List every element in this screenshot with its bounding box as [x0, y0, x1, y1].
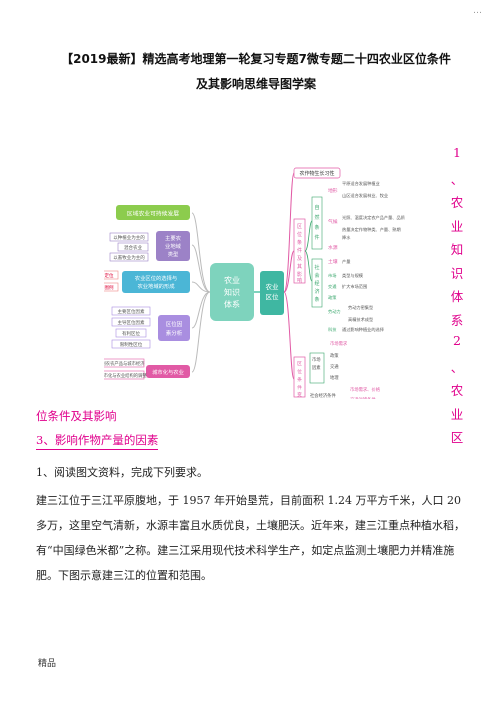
- svg-text:条: 条: [314, 224, 319, 231]
- svg-text:位: 位: [297, 368, 302, 375]
- question-body-text: 建三江位于三江平原腹地，于 1957 年开始垦荒，目前面积 1.24 万平方千米…: [36, 494, 465, 582]
- svg-text:市场需求、价格: 市场需求、价格: [350, 386, 381, 393]
- svg-text:扩大市场范围: 扩大市场范围: [342, 283, 367, 290]
- svg-text:通过影响种植业的选择: 通过影响种植业的选择: [342, 326, 385, 333]
- footer-label: 精品: [38, 659, 57, 669]
- svg-text:经: 经: [314, 280, 319, 287]
- svg-text:劳动力: 劳动力: [328, 308, 341, 315]
- mind-map-center-node: [210, 263, 254, 321]
- svg-text:降水: 降水: [342, 234, 351, 241]
- svg-text:交通: 交通: [330, 363, 339, 370]
- section-line-location: 位条件及其影响: [36, 409, 117, 423]
- document-title-line-1: 【2019最新】精选高考地理第一轮复习专题7微专题二十四农业区位条件: [61, 52, 451, 66]
- svg-text:区位因: 区位因: [166, 320, 183, 328]
- mind-map-center-line-2: 知识: [224, 287, 240, 297]
- mind-map-left-node-2: [156, 231, 190, 261]
- svg-text:市场: 市场: [312, 356, 321, 363]
- svg-text:图例: 图例: [105, 284, 114, 291]
- svg-text:素分析: 素分析: [166, 329, 183, 337]
- mind-map-center-line-3: 体系: [224, 299, 240, 309]
- svg-text:条: 条: [314, 296, 319, 303]
- svg-text:混合农业: 混合农业: [124, 244, 142, 251]
- svg-text:城市化与农业: 城市化与农业: [152, 368, 184, 376]
- side-vertical-text: 1 、 农 业 知 识 体 系 2 、 农 业 区: [450, 145, 464, 445]
- svg-text:主要区位因素: 主要区位因素: [118, 308, 145, 315]
- svg-text:交通: 交通: [328, 283, 337, 290]
- svg-text:件: 件: [297, 384, 302, 391]
- svg-text:社会经济条件: 社会经济条件: [310, 392, 336, 399]
- svg-text:山区适合发展林业、牧业: 山区适合发展林业、牧业: [342, 192, 388, 199]
- mind-map-left-node-3: [122, 271, 190, 293]
- mind-map-hub-node: [260, 271, 284, 315]
- svg-text:其: 其: [297, 264, 302, 270]
- svg-text:业地域: 业地域: [165, 242, 182, 250]
- svg-text:变: 变: [297, 391, 302, 398]
- svg-text:交通运输条件: 交通运输条件: [350, 396, 376, 399]
- svg-text:农业: 农业: [266, 282, 280, 291]
- svg-text:济: 济: [314, 288, 319, 295]
- svg-text:影: 影: [297, 271, 302, 278]
- svg-text:自: 自: [314, 204, 319, 211]
- mind-map-left-node-5: [146, 365, 190, 378]
- svg-text:平原适合发展种植业: 平原适合发展种植业: [342, 180, 380, 187]
- mind-map-diagram: 农业 知识 体系 农业 区位 区域农业可持续发展 主要农 业地域 类型 以种植业…: [104, 167, 405, 399]
- svg-text:城市化与农业结构的调整: 城市化与农业结构的调整: [104, 372, 147, 379]
- svg-text:类型与规模: 类型与规模: [342, 272, 364, 279]
- svg-text:科技: 科技: [328, 326, 337, 333]
- question-prompt: 1、阅读图文资料，完成下列要求。: [36, 466, 208, 479]
- svg-text:农业地域的形成: 农业地域的形成: [137, 282, 175, 290]
- svg-text:条: 条: [297, 239, 302, 246]
- svg-text:热量决定作物种类、产量、熟期: 热量决定作物种类、产量、熟期: [342, 226, 401, 233]
- svg-text:件: 件: [314, 234, 319, 241]
- svg-text:件: 件: [297, 247, 302, 254]
- svg-text:条: 条: [297, 376, 302, 383]
- section-heading-yield-factors: 3、影响作物产量的因素: [36, 432, 159, 450]
- svg-text:土壤: 土壤: [328, 258, 338, 265]
- svg-text:气候: 气候: [328, 218, 338, 225]
- svg-text:地理: 地理: [330, 374, 339, 381]
- svg-text:限制性区位: 限制性区位: [120, 341, 143, 348]
- svg-text:劳动力密集型: 劳动力密集型: [348, 304, 373, 311]
- svg-text:政策: 政策: [328, 294, 337, 301]
- svg-text:水源: 水源: [328, 244, 338, 251]
- svg-text:区域农业可持续发展: 区域农业可持续发展: [127, 210, 179, 218]
- svg-text:农业区位的选择与: 农业区位的选择与: [135, 274, 177, 282]
- svg-text:及: 及: [297, 256, 302, 262]
- svg-text:位: 位: [297, 231, 302, 238]
- svg-text:定位: 定位: [105, 272, 114, 279]
- svg-text:农作物生长习性: 农作物生长习性: [299, 170, 334, 177]
- svg-text:副农农产品与城市经济: 副农农产品与城市经济: [104, 360, 145, 367]
- svg-text:区位: 区位: [266, 292, 280, 301]
- svg-text:以种植业为主的: 以种植业为主的: [113, 234, 145, 241]
- header-dots: …: [473, 6, 482, 16]
- svg-text:产量: 产量: [342, 258, 350, 265]
- mind-map-right-top: [293, 167, 341, 179]
- svg-text:区: 区: [297, 224, 302, 230]
- mind-map-left-node-4: [158, 315, 190, 341]
- svg-text:政策: 政策: [330, 352, 339, 359]
- svg-text:区: 区: [297, 361, 302, 367]
- svg-text:地形: 地形: [328, 187, 338, 194]
- svg-text:市场需求: 市场需求: [330, 340, 348, 347]
- svg-text:主要农: 主要农: [165, 234, 182, 242]
- mind-map-left-node-1: [116, 205, 190, 220]
- svg-text:市场: 市场: [328, 272, 336, 279]
- svg-text:然: 然: [314, 214, 319, 221]
- svg-text:主导区位因素: 主导区位因素: [118, 319, 145, 326]
- document-title-line-2: 及其影响思维导图学案: [195, 77, 316, 91]
- svg-text:有利区位: 有利区位: [122, 330, 140, 337]
- svg-text:社: 社: [314, 264, 319, 271]
- svg-text:会: 会: [314, 272, 319, 279]
- svg-text:高精技术成型: 高精技术成型: [348, 316, 373, 323]
- svg-text:光照、温度决定农产品产量、品质: 光照、温度决定农产品产量、品质: [342, 214, 405, 221]
- mind-map-center-line-1: 农业: [224, 275, 240, 285]
- svg-text:类型: 类型: [168, 250, 179, 258]
- svg-text:响: 响: [297, 277, 302, 284]
- svg-text:因素: 因素: [312, 364, 321, 371]
- svg-text:以畜牧业为主的: 以畜牧业为主的: [113, 254, 145, 261]
